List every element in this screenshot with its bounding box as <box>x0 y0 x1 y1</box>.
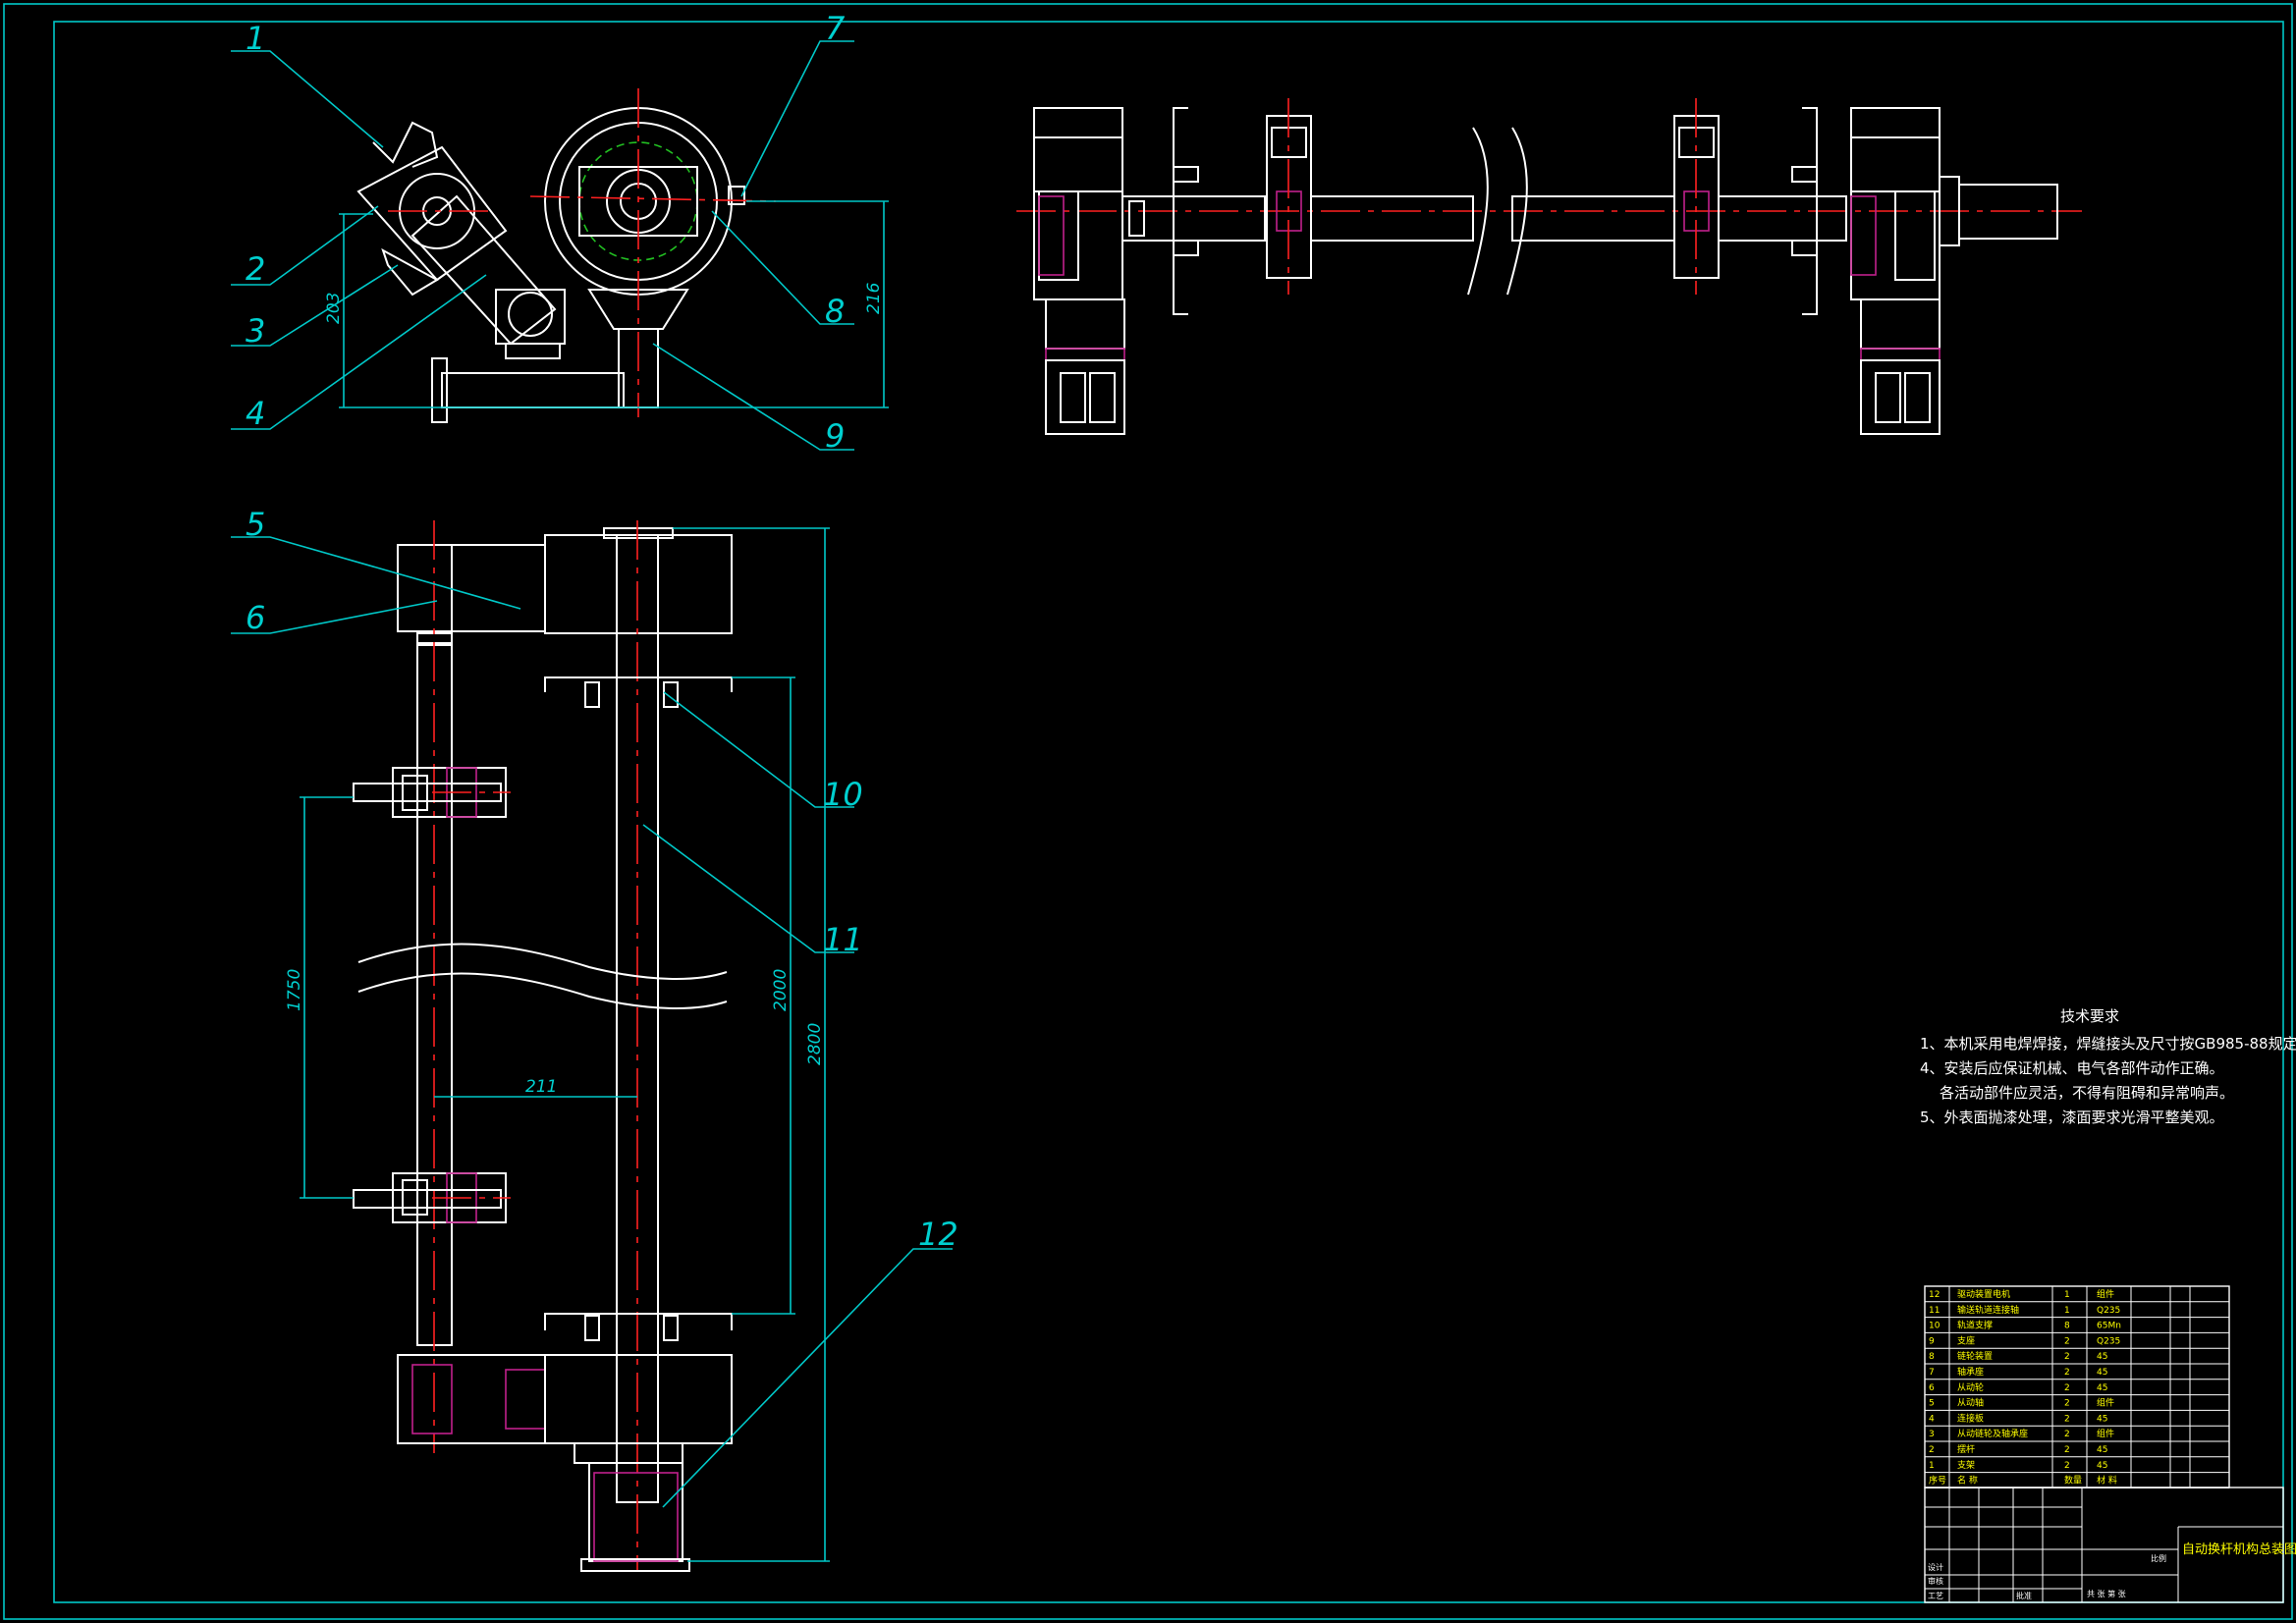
bom-qty-cell: 2 <box>2064 1383 2070 1393</box>
bom-name-cell: 支座 <box>1957 1334 1975 1346</box>
callout-11: 11 <box>823 921 863 958</box>
bom-name-cell: 从动链轮及轴承座 <box>1957 1428 2028 1439</box>
bom-material-cell: Q235 <box>2097 1306 2120 1316</box>
bom-material-cell: 45 <box>2097 1368 2107 1378</box>
bom-name-cell: 链轮装置 <box>1957 1350 1993 1362</box>
callout-12: 12 <box>918 1216 958 1253</box>
bom-name-cell: 从动轴 <box>1957 1397 1984 1409</box>
callout-2: 2 <box>246 250 265 288</box>
dim-211: 211 <box>525 1077 557 1097</box>
drawing-title: 自动换杆机构总装图 <box>2182 1542 2296 1557</box>
callout-9: 9 <box>825 417 845 455</box>
dim-2800: 2800 <box>805 1023 825 1065</box>
bom-qty-cell: 2 <box>2064 1368 2070 1378</box>
bom-material-cell: 45 <box>2097 1352 2107 1362</box>
callout-3: 3 <box>246 312 265 350</box>
callout-8: 8 <box>825 293 845 330</box>
bom-no-cell: 序号 <box>1929 1475 1946 1487</box>
bom-name-cell: 输送轨道连接轴 <box>1957 1304 2019 1316</box>
front-callouts: 5 6 10 11 12 <box>231 506 958 1508</box>
bom-no-cell: 1 <box>1929 1461 1935 1471</box>
designer-label: 设计 <box>1928 1562 1943 1572</box>
bom-qty-cell: 8 <box>2064 1322 2070 1331</box>
dim-216: 216 <box>864 282 884 314</box>
front-view: 1750 211 2000 2800 <box>285 520 830 1572</box>
technical-requirements: 技术要求 1、本机采用电焊焊接，焊缝接头及尺寸按GB985-88规定。 4、安装… <box>1920 1007 2296 1126</box>
title-block: 自动换杆机构总装图 比例 共 张 第 张 设计 审核 工艺 批准 <box>1924 1487 2296 1603</box>
bom-no-cell: 12 <box>1929 1290 1940 1300</box>
bom-no-cell: 6 <box>1929 1383 1935 1393</box>
dim-1750: 1750 <box>285 969 304 1011</box>
tech-req-line-1: 1、本机采用电焊焊接，焊缝接头及尺寸按GB985-88规定。 <box>1920 1035 2296 1053</box>
inner-border <box>53 21 2284 1603</box>
bom-name-cell: 摆杆 <box>1957 1443 1975 1455</box>
bom-name-cell: 轨道支撑 <box>1957 1320 1993 1331</box>
bom-material-cell: 组件 <box>2097 1288 2114 1300</box>
bom-qty-cell: 数量 <box>2064 1475 2082 1487</box>
bom-name-cell: 名 称 <box>1957 1475 1978 1487</box>
bom-material-cell: Q235 <box>2097 1336 2120 1346</box>
callout-7: 7 <box>825 10 846 47</box>
bom-qty-cell: 2 <box>2064 1414 2070 1424</box>
bom-material-cell: 65Mn <box>2097 1322 2121 1331</box>
bom-no-cell: 2 <box>1929 1445 1935 1455</box>
bom-no-cell: 5 <box>1929 1399 1935 1409</box>
bom-qty-cell: 2 <box>2064 1461 2070 1471</box>
tech-req-line-4: 5、外表面抛漆处理，漆面要求光滑平整美观。 <box>1920 1109 2224 1126</box>
bom-no-cell: 9 <box>1929 1336 1935 1346</box>
bom-material-cell: 45 <box>2097 1445 2107 1455</box>
approver-label: 批准 <box>2016 1591 2032 1600</box>
bom-material-cell: 45 <box>2097 1383 2107 1393</box>
bom-name-cell: 连接板 <box>1957 1412 1984 1424</box>
bom-no-cell: 10 <box>1929 1322 1941 1331</box>
bom-qty-cell: 1 <box>2064 1306 2070 1316</box>
bom-no-cell: 4 <box>1929 1414 1935 1424</box>
bom-name-cell: 轴承座 <box>1957 1366 1984 1378</box>
callout-5: 5 <box>246 506 265 543</box>
bom-material-cell: 组件 <box>2097 1428 2114 1439</box>
scale-label: 比例 <box>2151 1553 2166 1563</box>
bom-no-cell: 11 <box>1929 1306 1940 1316</box>
bom-material-cell: 组件 <box>2097 1397 2114 1409</box>
bom-qty-cell: 2 <box>2064 1336 2070 1346</box>
callout-1: 1 <box>246 20 265 57</box>
bom-no-cell: 8 <box>1929 1352 1935 1362</box>
process-label: 工艺 <box>1928 1592 1943 1600</box>
bom-name-cell: 支架 <box>1957 1459 1975 1471</box>
bom-qty-cell: 2 <box>2064 1445 2070 1455</box>
bom-material-cell: 45 <box>2097 1461 2107 1471</box>
dim-203: 203 <box>324 293 344 324</box>
tech-req-line-2: 4、安装后应保证机械、电气各部件动作正确。 <box>1920 1059 2224 1077</box>
callout-10: 10 <box>823 776 863 813</box>
top-view <box>1016 98 2082 435</box>
outer-border <box>3 3 2293 1620</box>
bom-qty-cell: 1 <box>2064 1290 2070 1300</box>
sheet-label: 共 张 第 张 <box>2087 1589 2126 1598</box>
bom-name-cell: 驱动装置电机 <box>1957 1288 2010 1300</box>
bom-material-cell: 45 <box>2097 1414 2107 1424</box>
bom-no-cell: 7 <box>1929 1368 1935 1378</box>
tech-req-title: 技术要求 <box>2060 1007 2119 1025</box>
side-view: 203 216 <box>324 88 889 423</box>
bom-qty-cell: 2 <box>2064 1352 2070 1362</box>
dim-2000: 2000 <box>771 969 791 1011</box>
callout-6: 6 <box>246 599 265 636</box>
bom-name-cell: 从动轮 <box>1957 1381 1984 1393</box>
bom-qty-cell: 2 <box>2064 1430 2070 1439</box>
tech-req-line-3: 各活动部件应灵活，不得有阻碍和异常响声。 <box>1940 1084 2234 1102</box>
callout-4: 4 <box>246 395 265 432</box>
checker-label: 审核 <box>1928 1576 1943 1586</box>
side-callouts: 1 2 3 4 7 8 9 <box>231 10 854 455</box>
bom-material-cell: 材 料 <box>2097 1475 2117 1487</box>
bom-qty-cell: 2 <box>2064 1399 2070 1409</box>
bom-no-cell: 3 <box>1929 1430 1935 1439</box>
